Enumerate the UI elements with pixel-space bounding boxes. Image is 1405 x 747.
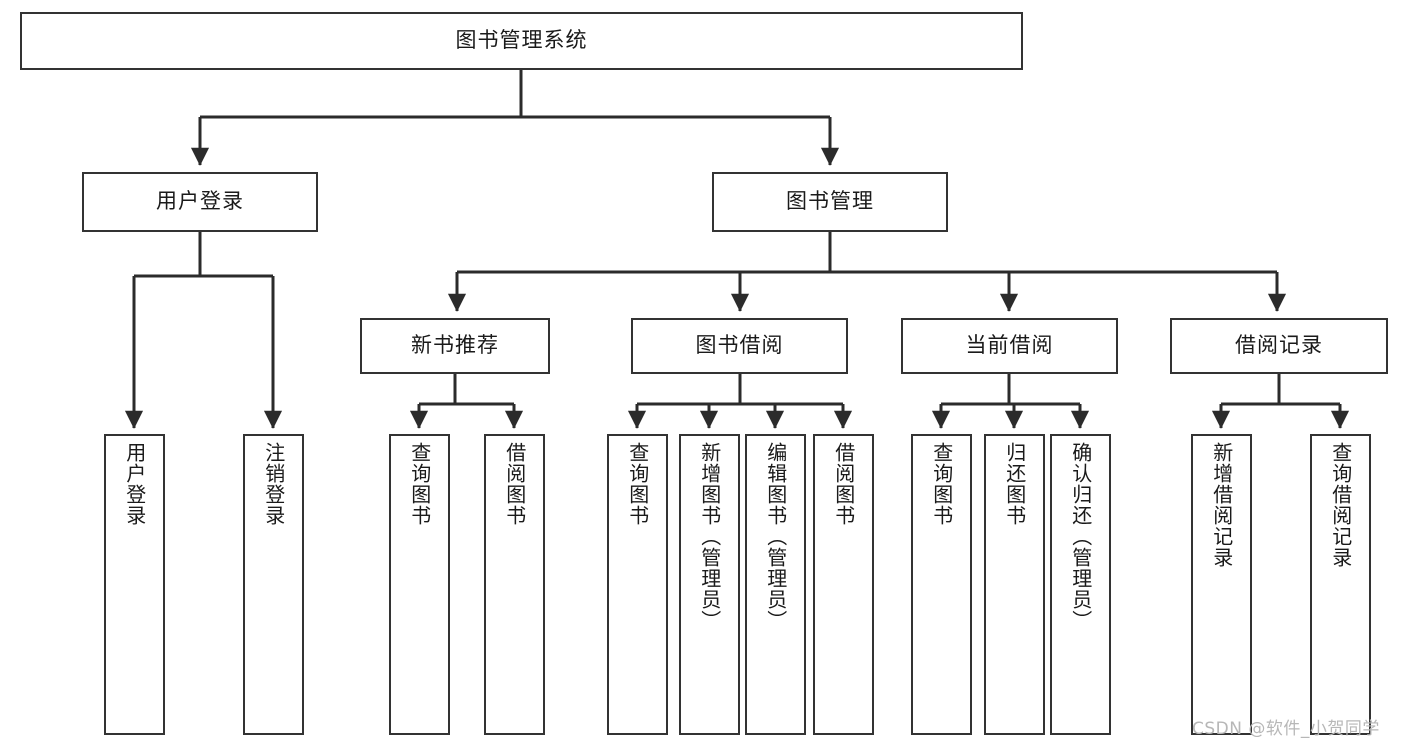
leaf-cb-confirm-return-label: 确认归还（管理员） — [1068, 442, 1093, 631]
node-root[interactable]: 图书管理系统 — [20, 12, 1023, 70]
node-book-borrow-label: 图书借阅 — [695, 333, 784, 358]
node-user-login-label: 用户登录 — [156, 189, 244, 214]
leaf-rec-borrow-book-label: 借阅图书 — [502, 442, 527, 526]
leaf-br-add-record-label: 新增借阅记录 — [1209, 442, 1234, 568]
leaf-br-query-record-label: 查询借阅记录 — [1328, 442, 1353, 568]
node-book-borrow[interactable]: 图书借阅 — [631, 318, 848, 374]
node-current-borrow-label: 当前借阅 — [965, 333, 1054, 358]
node-borrow-record-label: 借阅记录 — [1235, 333, 1323, 358]
node-user-login[interactable]: 用户登录 — [82, 172, 318, 232]
leaf-bb-edit-book-label: 编辑图书（管理员） — [763, 442, 788, 631]
leaf-user-login[interactable]: 用户登录 — [104, 434, 165, 735]
node-book-manage[interactable]: 图书管理 — [712, 172, 948, 232]
leaf-cb-confirm-return[interactable]: 确认归还（管理员） — [1050, 434, 1111, 735]
leaf-cb-return-book[interactable]: 归还图书 — [984, 434, 1045, 735]
node-new-book-rec-label: 新书推荐 — [411, 333, 499, 358]
leaf-rec-query-book[interactable]: 查询图书 — [389, 434, 450, 735]
leaf-cb-query-book[interactable]: 查询图书 — [911, 434, 972, 735]
leaf-bb-borrow-book[interactable]: 借阅图书 — [813, 434, 874, 735]
leaf-rec-borrow-book[interactable]: 借阅图书 — [484, 434, 545, 735]
leaf-bb-edit-book[interactable]: 编辑图书（管理员） — [745, 434, 806, 735]
leaf-user-logout-label: 注销登录 — [261, 442, 286, 526]
leaf-cb-return-book-label: 归还图书 — [1002, 442, 1027, 526]
node-root-label: 图书管理系统 — [455, 28, 588, 53]
leaf-bb-add-book[interactable]: 新增图书（管理员） — [679, 434, 740, 735]
watermark: CSDN @软件_小贺同学 — [1192, 719, 1380, 739]
node-current-borrow[interactable]: 当前借阅 — [901, 318, 1118, 374]
leaf-bb-add-book-label: 新增图书（管理员） — [697, 442, 722, 631]
node-book-manage-label: 图书管理 — [786, 189, 874, 214]
leaf-br-add-record[interactable]: 新增借阅记录 — [1191, 434, 1252, 735]
leaf-user-login-label: 用户登录 — [122, 442, 147, 526]
leaf-bb-query-book[interactable]: 查询图书 — [607, 434, 668, 735]
node-borrow-record[interactable]: 借阅记录 — [1170, 318, 1388, 374]
leaf-cb-query-book-label: 查询图书 — [929, 442, 954, 526]
leaf-bb-query-book-label: 查询图书 — [625, 442, 650, 526]
leaf-br-query-record[interactable]: 查询借阅记录 — [1310, 434, 1371, 735]
leaf-bb-borrow-book-label: 借阅图书 — [831, 442, 856, 526]
node-new-book-rec[interactable]: 新书推荐 — [360, 318, 550, 374]
leaf-rec-query-book-label: 查询图书 — [407, 442, 432, 526]
leaf-user-logout[interactable]: 注销登录 — [243, 434, 304, 735]
